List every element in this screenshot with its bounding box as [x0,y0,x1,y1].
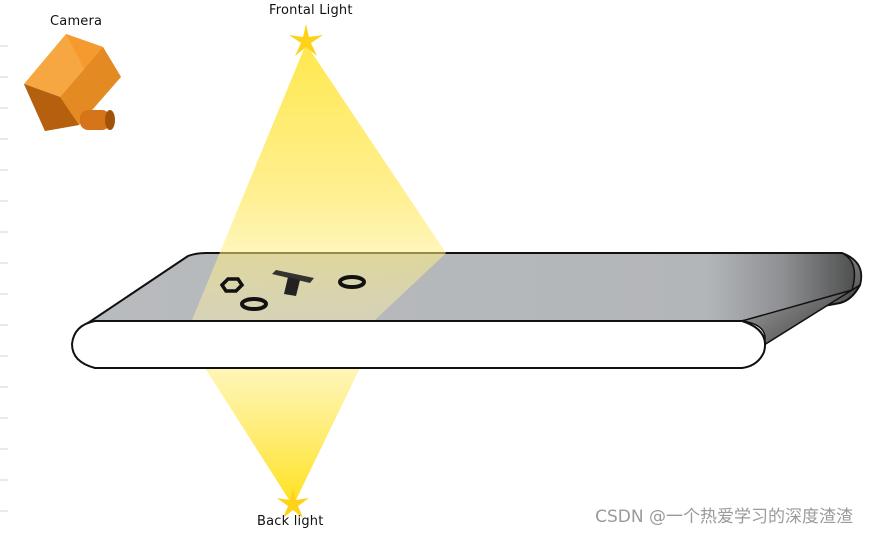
conveyor-belt-end [741,252,862,347]
camera-icon [24,34,121,131]
frontal-light-label: Frontal Light [269,3,353,18]
bolt-icon [272,270,314,296]
objects-on-belt [219,270,366,311]
watermark: CSDN @一个热爱学习的深度渣渣 [595,507,853,527]
back-light-label: Back light [257,514,324,529]
star-light-icon [289,24,323,56]
washer-icon [240,297,268,311]
back-light-beam [205,368,360,506]
frontal-light-beam [192,44,446,320]
left-edge-ticks [0,45,8,512]
conveyor-belt-front [71,320,766,369]
nut-icon [219,277,245,293]
washer-icon [338,275,366,289]
star-light-icon [277,488,309,518]
camera-label: Camera [50,14,103,29]
